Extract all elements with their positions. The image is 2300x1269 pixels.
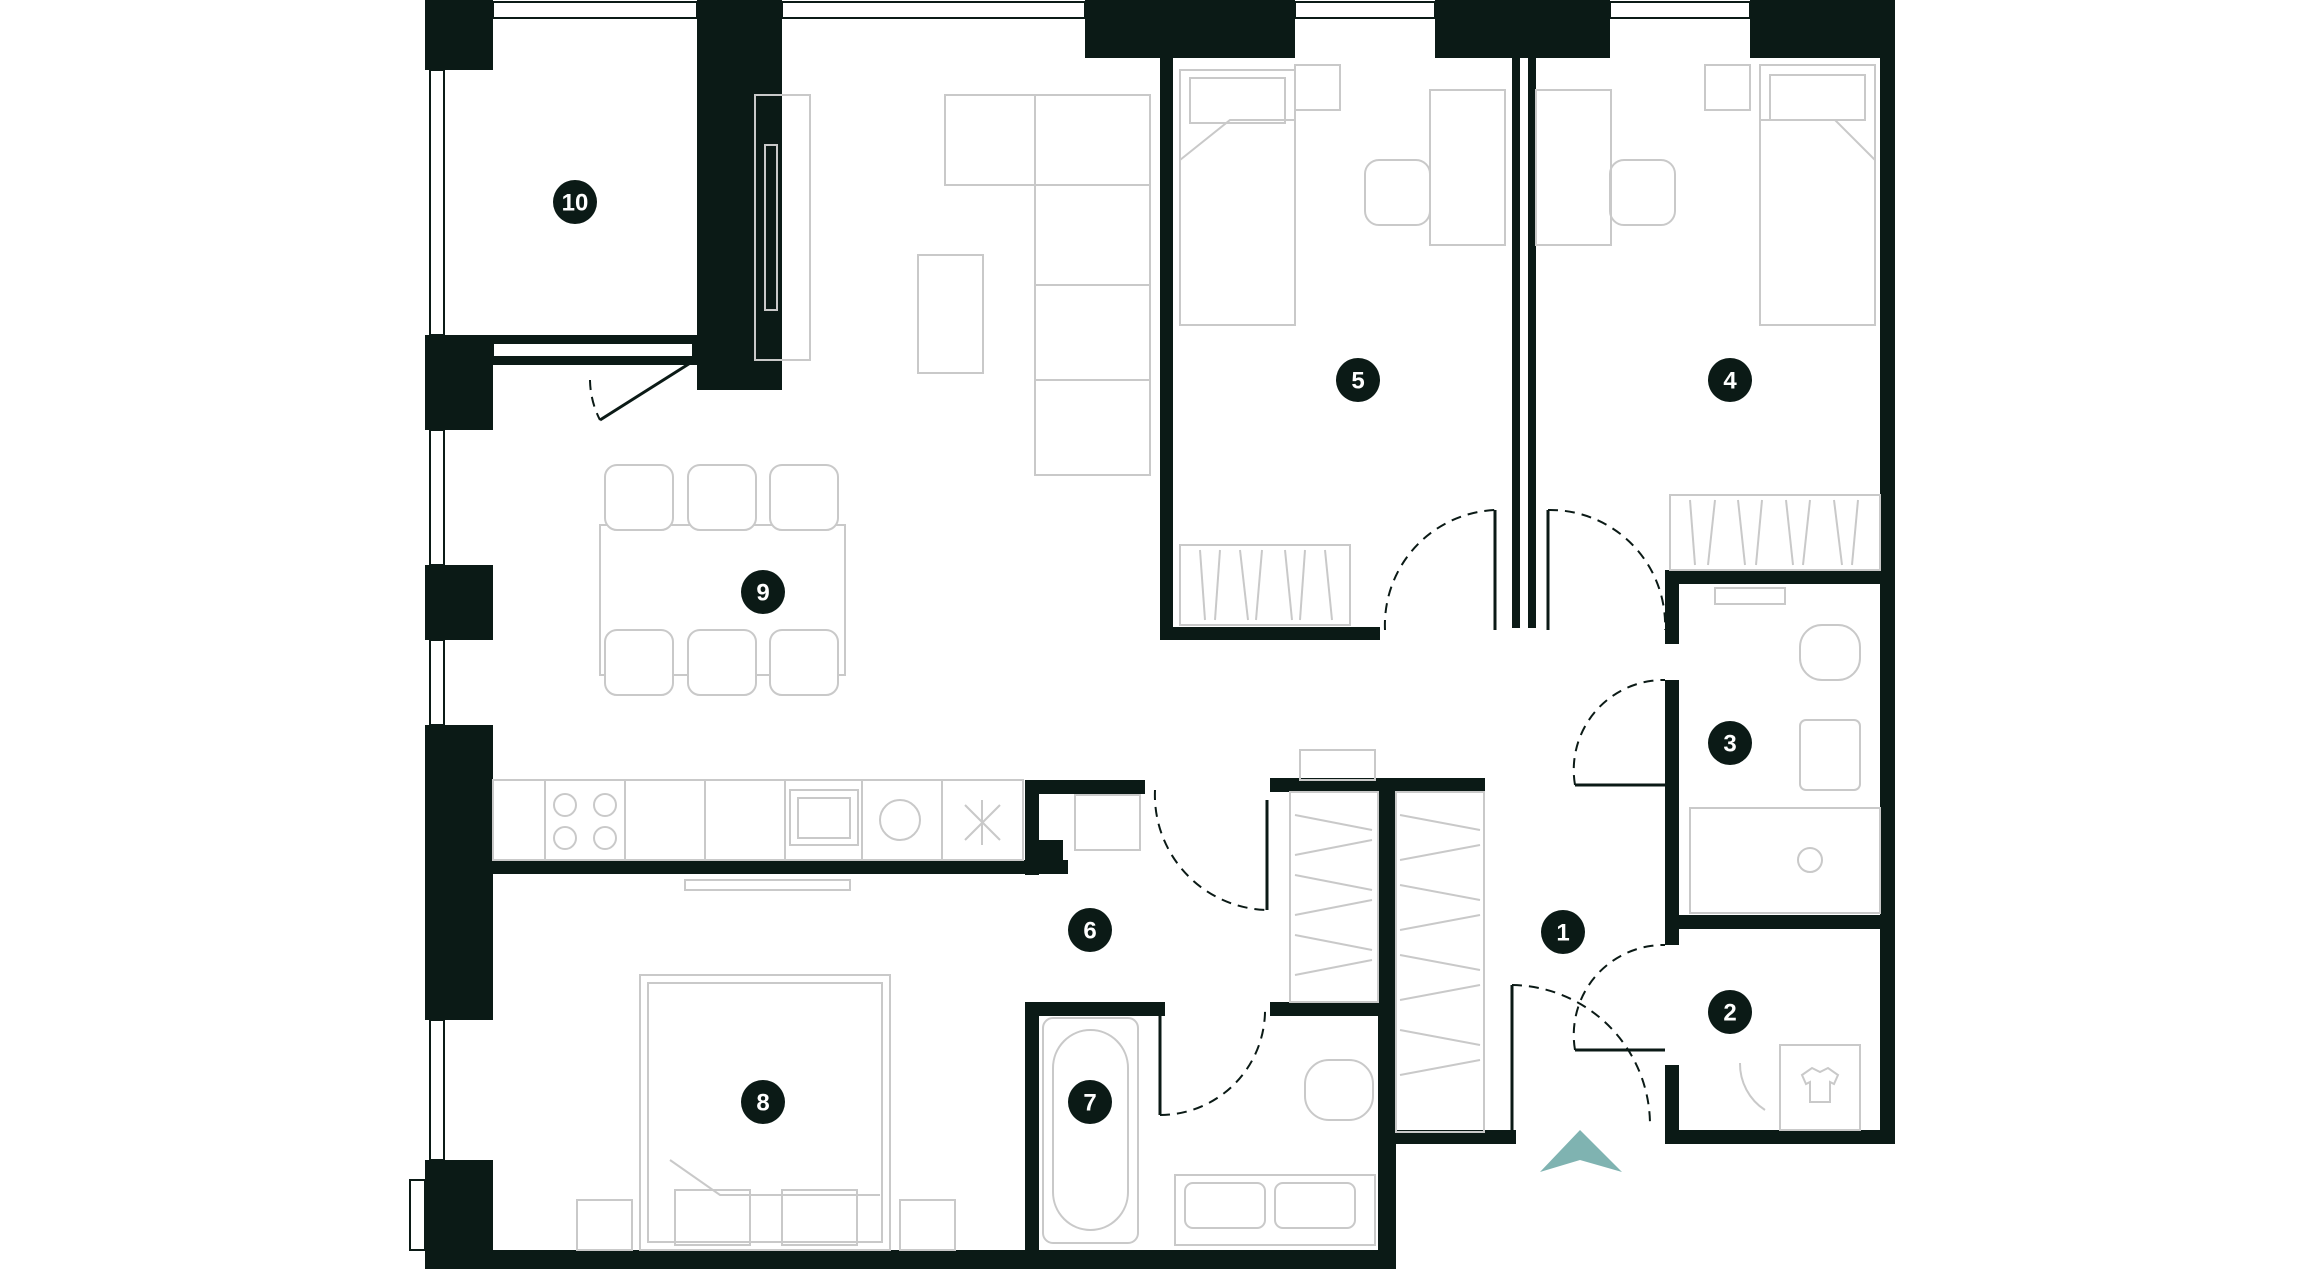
wardrobe-hatch-5 [1199,549,1333,621]
windows [409,1,1751,1251]
room-badge-3: 3 [1708,721,1752,765]
furniture [492,64,1881,1251]
room-badges: 1 2 3 4 5 6 7 8 9 10 [553,180,1752,1124]
room-number-3: 3 [1723,731,1736,758]
room-badge-8: 8 [741,1080,785,1124]
walls [425,0,1895,1269]
tshirt-icon [1800,1066,1840,1103]
room-badge-4: 4 [1708,358,1752,402]
doors [589,358,1667,1130]
room-badge-10: 10 [553,180,597,224]
room-badge-1: 1 [1541,910,1585,954]
room-badge-6: 6 [1068,908,1112,952]
stove-icon [553,793,617,850]
room-number-6: 6 [1083,918,1096,945]
room-number-5: 5 [1351,368,1364,395]
fridge-icon [964,800,1001,845]
room-number-4: 4 [1723,368,1737,395]
room-number-2: 2 [1723,1000,1736,1027]
wardrobe-hatch-hall [1294,814,1481,1076]
washing-machine-icon [879,799,921,841]
wardrobe-hatch-4 [1689,499,1859,566]
room-number-9: 9 [756,580,769,607]
room-badge-2: 2 [1708,990,1752,1034]
room-badge-5: 5 [1336,358,1380,402]
room-number-10: 10 [562,190,589,217]
room-number-8: 8 [756,1090,769,1117]
room-badge-9: 9 [741,570,785,614]
room-number-1: 1 [1556,920,1569,947]
dining-chairs [604,464,839,696]
entrance-arrow-icon [1540,1130,1622,1172]
room-number-7: 7 [1083,1090,1096,1117]
room-badge-7: 7 [1068,1080,1112,1124]
